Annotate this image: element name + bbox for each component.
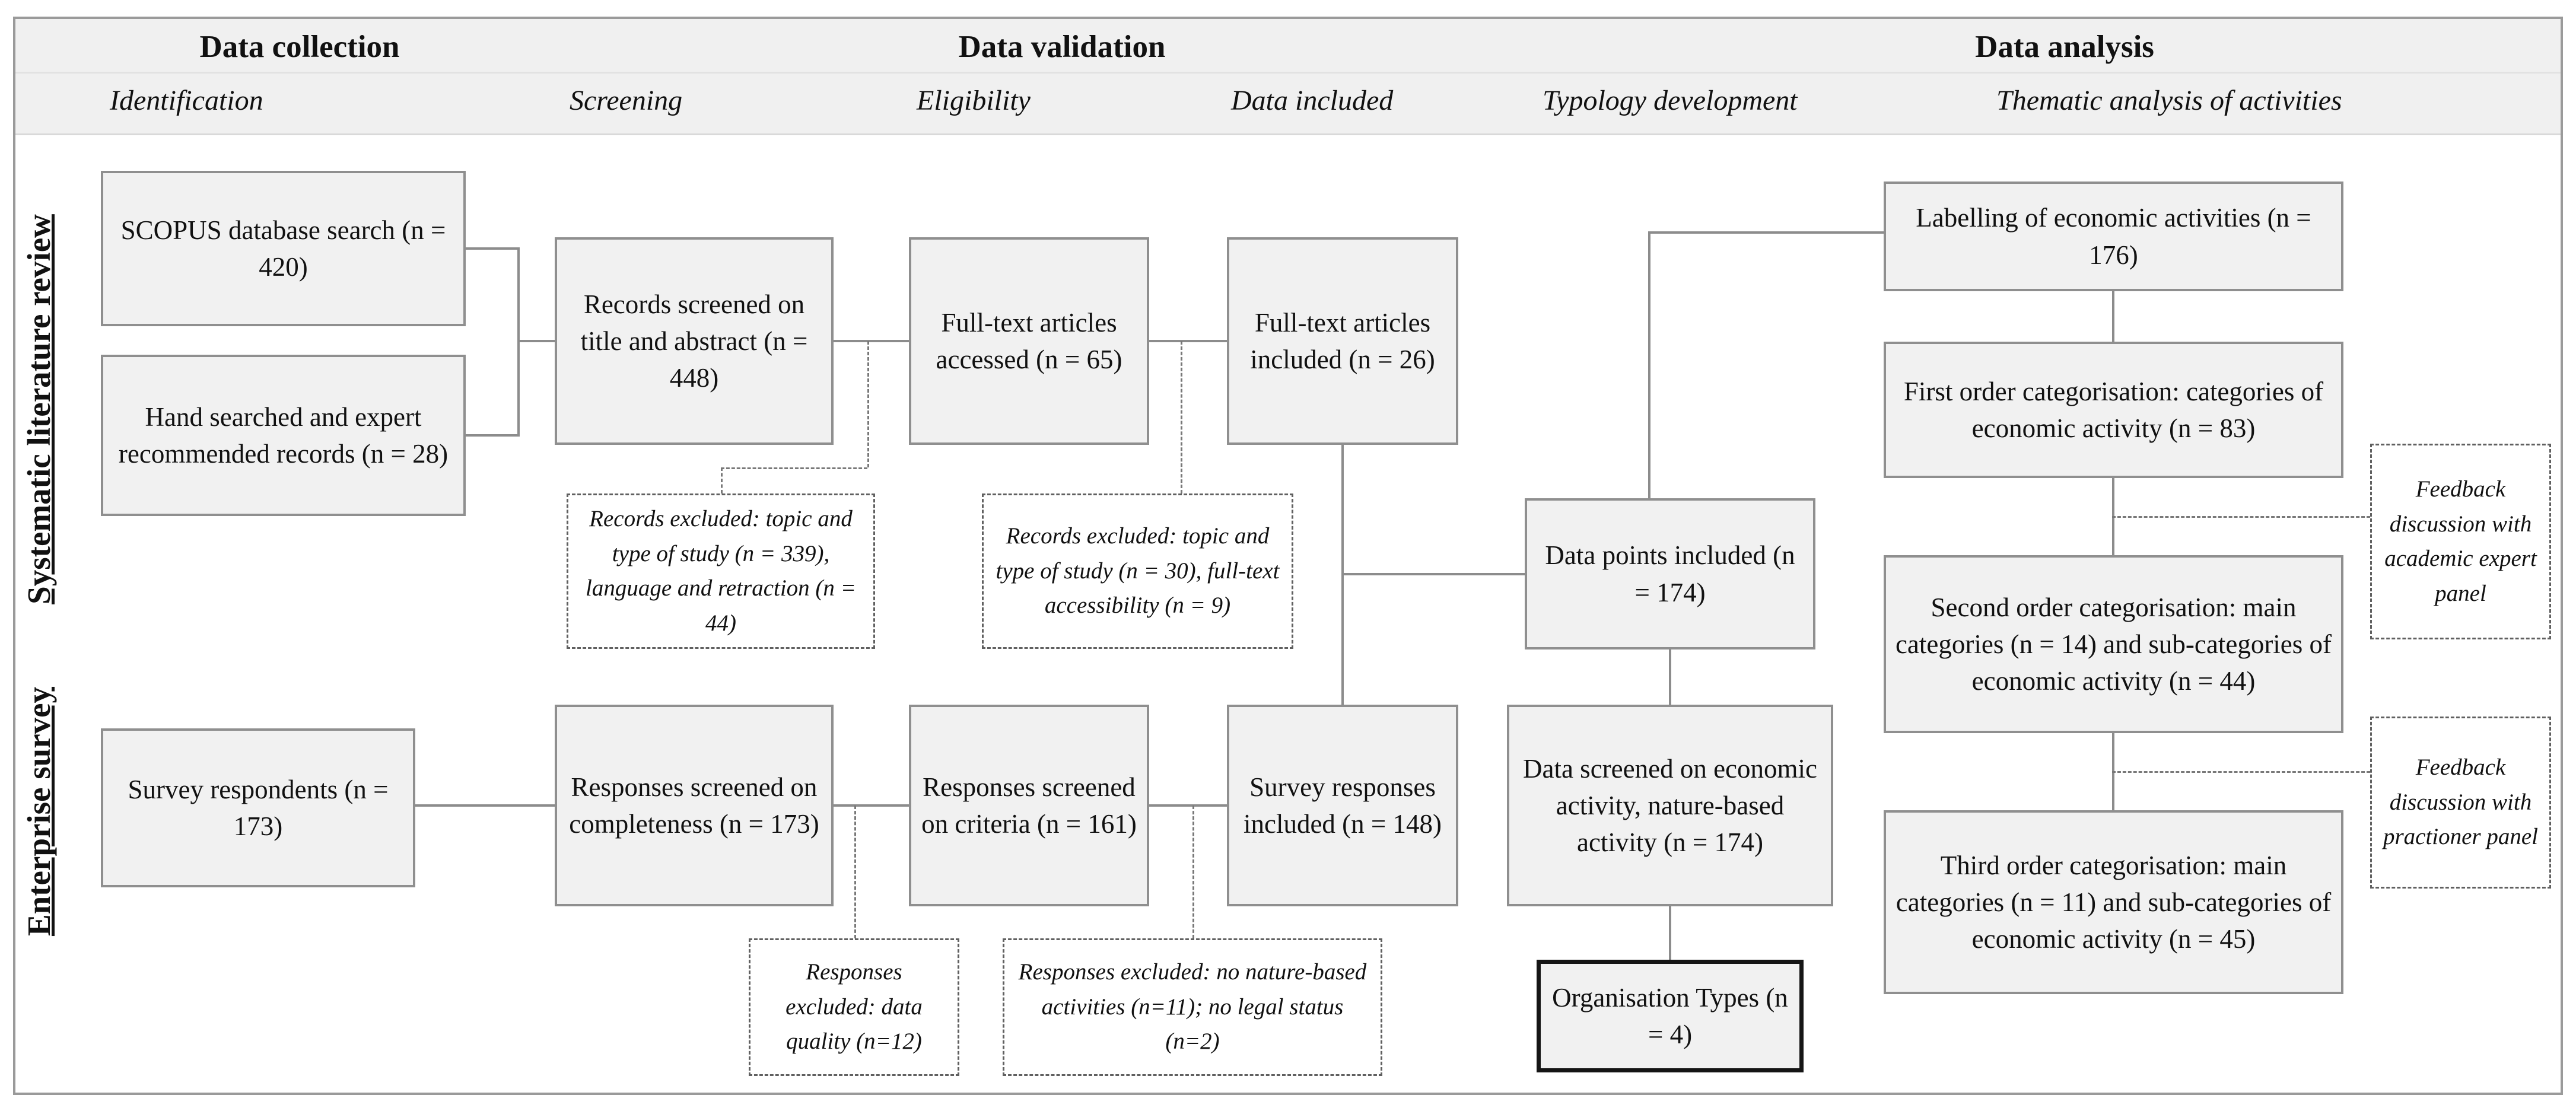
header-band	[15, 19, 2561, 135]
connector-completeness-right	[834, 804, 909, 807]
dashed-drop-responses-2	[1192, 805, 1194, 938]
connector-respondents-right	[415, 804, 555, 807]
note-responses-excluded-quality: Responses excluded: data quality (n=12)	[749, 938, 959, 1076]
node-scopus-search: SCOPUS database search (n = 420)	[101, 171, 466, 326]
dashed-drop-records-1	[867, 341, 869, 467]
dashed-to-feedback-academic	[2112, 516, 2370, 518]
connector-accessed-to-included	[1149, 340, 1227, 342]
node-third-order-categorisation: Third order categorisation: main categor…	[1884, 810, 2343, 994]
node-survey-respondents: Survey respondents (n = 173)	[101, 728, 415, 887]
dashed-to-feedback-practitioner	[2112, 771, 2370, 773]
row-label-enterprise-survey: Enterprise survey	[21, 686, 57, 937]
stage-thematic-analysis: Thematic analysis of activities	[1996, 85, 2342, 116]
node-responses-completeness: Responses screened on completeness (n = …	[555, 705, 834, 906]
connector-to-data-points	[1341, 573, 1525, 575]
note-feedback-practitioner-panel: Feedback discussion with practioner pane…	[2370, 717, 2551, 889]
section-title-data-validation: Data validation	[958, 30, 1166, 64]
connector-hand-right	[466, 434, 517, 437]
stage-eligibility: Eligibility	[917, 85, 1031, 116]
note-responses-excluded-criteria: Responses excluded: no nature-based acti…	[1003, 938, 1382, 1076]
connector-scopus-right	[466, 247, 517, 250]
connector-to-labelling	[1648, 231, 1884, 234]
node-hand-searched: Hand searched and expert recommended rec…	[101, 355, 466, 516]
stage-identification: Identification	[110, 85, 263, 116]
section-title-data-analysis: Data analysis	[1975, 30, 2154, 64]
node-data-points-included: Data points included (n = 174)	[1525, 498, 1815, 649]
stage-data-included: Data included	[1231, 85, 1394, 116]
node-records-screened: Records screened on title and abstract (…	[555, 237, 834, 445]
header-band-divider	[15, 72, 2561, 74]
figure-border	[13, 17, 2563, 1095]
node-labelling-activities: Labelling of economic activities (n = 17…	[1884, 182, 2343, 291]
dashed-drop-responses-1	[854, 805, 856, 938]
node-responses-criteria: Responses screened on criteria (n = 161)	[909, 705, 1149, 906]
dashed-drop-records-2	[1181, 341, 1182, 493]
section-title-data-collection: Data collection	[199, 30, 400, 64]
connector-criteria-right	[1149, 804, 1227, 807]
node-first-order-categorisation: First order categorisation: categories o…	[1884, 342, 2343, 478]
stage-typology-development: Typology development	[1543, 85, 1798, 116]
dashed-elbow-records-1	[721, 467, 867, 469]
note-records-excluded-screening: Records excluded: topic and type of stud…	[567, 493, 875, 649]
node-data-screened: Data screened on economic activity, natu…	[1507, 705, 1833, 906]
stage-screening: Screening	[570, 85, 683, 116]
node-fulltext-included: Full-text articles included (n = 26)	[1227, 237, 1458, 445]
connector-screened-to-organisation	[1669, 906, 1671, 960]
node-fulltext-accessed: Full-text articles accessed (n = 65)	[909, 237, 1149, 445]
node-second-order-categorisation: Second order categorisation: main catego…	[1884, 555, 2343, 733]
note-records-excluded-eligibility: Records excluded: topic and type of stud…	[982, 493, 1293, 649]
connector-records-to-accessed	[834, 340, 909, 342]
row-label-systematic-literature-review: Systematic literature review	[21, 214, 57, 604]
dashed-into-records-1	[721, 467, 723, 493]
connector-data-points-down	[1669, 649, 1671, 705]
node-survey-responses-included: Survey responses included (n = 148)	[1227, 705, 1458, 906]
node-organisation-types: Organisation Types (n = 4)	[1537, 960, 1804, 1072]
connector-data-points-up	[1648, 231, 1650, 498]
connector-labelling-down	[2112, 291, 2114, 342]
note-feedback-academic-panel: Feedback discussion with academic expert…	[2370, 444, 2551, 639]
connector-to-records	[517, 340, 555, 342]
